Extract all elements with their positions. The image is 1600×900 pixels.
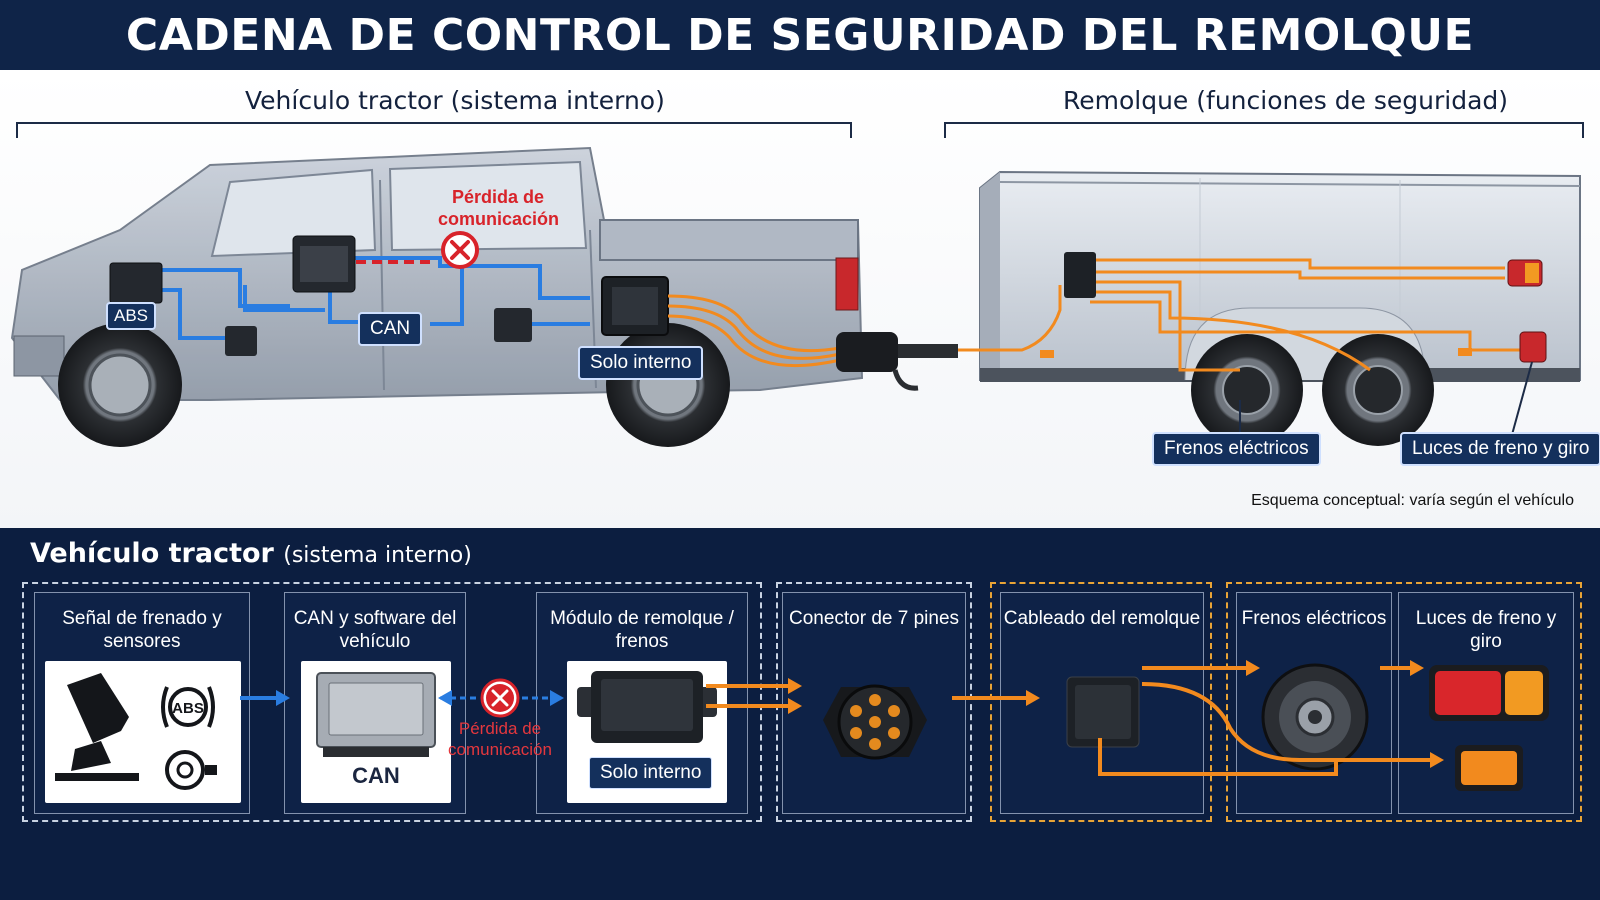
sensor-module bbox=[225, 326, 257, 356]
title-bar: CADENA DE CONTROL DE SEGURIDAD DEL REMOL… bbox=[0, 0, 1600, 70]
lights-title: Luces de freno y giro bbox=[1415, 608, 1557, 652]
marker-light-icon bbox=[1455, 745, 1523, 791]
trailer-module-title: Módulo de remolque / frenos bbox=[550, 608, 734, 652]
trailer-wiring-box: Cableado del remolque bbox=[1000, 592, 1204, 814]
brake-controller-icon bbox=[577, 671, 717, 743]
tractor-bracket bbox=[16, 122, 852, 138]
brake-signal-title: Señal de frenado y sensores bbox=[62, 608, 222, 652]
abs-label: ABS bbox=[106, 302, 157, 330]
flow-panel: Vehículo tractor (sistema interno) Señal… bbox=[0, 528, 1600, 900]
trailer-wheel-rear bbox=[1322, 334, 1434, 446]
solo-interno-label: Solo interno bbox=[578, 346, 704, 380]
can-software-box: CAN y software del vehículo CAN bbox=[284, 592, 466, 814]
hitch-bar bbox=[898, 344, 958, 358]
trailer-module-tile: Solo interno bbox=[567, 661, 727, 803]
tractor-heading: Vehículo tractor (sistema interno) bbox=[245, 86, 665, 115]
can-tile: CAN bbox=[301, 661, 451, 803]
trailer-tail-light-lower bbox=[1519, 331, 1547, 363]
flow-heading-sub: (sistema interno) bbox=[283, 543, 472, 568]
truck-harness bbox=[667, 294, 841, 368]
flow-arrows bbox=[240, 660, 1444, 776]
seven-pin-box: Conector de 7 pines bbox=[782, 592, 966, 814]
trailer-outputs-group bbox=[1226, 582, 1582, 822]
abs-module bbox=[109, 262, 163, 304]
trailer-brake-module-face bbox=[612, 287, 658, 325]
junction-box-icon bbox=[1066, 676, 1140, 748]
trailer-wheel-front bbox=[1191, 334, 1303, 446]
truck-front-wheel bbox=[58, 323, 182, 447]
truck-rear-wheel bbox=[606, 323, 730, 447]
seven-pin-connector-icon bbox=[823, 684, 927, 760]
solo-interno-badge: Solo interno bbox=[589, 757, 713, 789]
connector-group bbox=[776, 582, 972, 822]
trailer-heading: Remolque (funciones de seguridad) bbox=[1063, 86, 1509, 115]
luces-leader-line bbox=[1509, 361, 1533, 443]
trailer-harness bbox=[958, 258, 1520, 372]
brake-drum-icon bbox=[1261, 663, 1369, 771]
brake-pedal-icon bbox=[55, 673, 139, 781]
can-caption: CAN bbox=[352, 763, 400, 788]
truck-trailer-scene bbox=[10, 146, 1581, 447]
brake-signal-box: Señal de frenado y sensores ABS bbox=[34, 592, 250, 814]
conceptual-note: Esquema conceptual: varía según el vehíc… bbox=[1251, 492, 1574, 509]
trailer-bracket bbox=[944, 122, 1584, 138]
electric-brakes-title: Frenos eléctricos bbox=[1241, 608, 1387, 629]
orange-arrowheads bbox=[788, 660, 1444, 768]
can-label: CAN bbox=[358, 312, 423, 346]
abs-warning-icon: ABS bbox=[161, 686, 215, 728]
trailer-junction-box bbox=[1064, 252, 1096, 298]
safety-chain bbox=[892, 369, 919, 391]
can-software-title: CAN y software del vehículo bbox=[293, 608, 457, 652]
seven-pin-title: Conector de 7 pines bbox=[788, 608, 960, 629]
brake-turn-lights-label: Luces de freno y giro bbox=[1400, 432, 1600, 466]
seven-pin-plug bbox=[836, 332, 898, 372]
comm-loss-caption: Pérdida de comunicación bbox=[448, 719, 552, 759]
electric-brakes-label: Frenos eléctricos bbox=[1152, 432, 1321, 466]
flow-heading-main: Vehículo tractor bbox=[30, 538, 274, 569]
orange-arrows bbox=[706, 666, 1432, 776]
gateway-module bbox=[494, 308, 532, 342]
page-title: CADENA DE CONTROL DE SEGURIDAD DEL REMOL… bbox=[125, 9, 1475, 61]
tractor-group bbox=[22, 582, 762, 822]
lights-box: Luces de freno y giro bbox=[1398, 592, 1574, 814]
abs-icon-text: ABS bbox=[172, 700, 204, 717]
ecu-module-face bbox=[300, 246, 348, 282]
comm-loss-marker bbox=[480, 678, 520, 718]
illustration-panel: Vehículo tractor (sistema interno) Remol… bbox=[0, 70, 1600, 528]
blue-arrows bbox=[240, 690, 564, 706]
wheel-sensor-icon bbox=[165, 750, 217, 790]
tail-light-icon bbox=[1429, 665, 1549, 721]
trailer-tail-light-upper-amber bbox=[1525, 263, 1539, 283]
ecu-icon bbox=[316, 672, 436, 757]
electric-brakes-box: Frenos eléctricos bbox=[1236, 592, 1392, 814]
flow-heading: Vehículo tractor (sistema interno) bbox=[30, 538, 472, 569]
trailer-wiring-title: Cableado del remolque bbox=[1003, 608, 1201, 629]
comm-loss-label: Pérdida de comunicación bbox=[438, 187, 560, 229]
comm-loss-icon-x bbox=[450, 240, 470, 260]
brake-signal-tile: ABS bbox=[45, 661, 241, 803]
trailer-module-box: Módulo de remolque / frenos Solo interno bbox=[536, 592, 748, 814]
